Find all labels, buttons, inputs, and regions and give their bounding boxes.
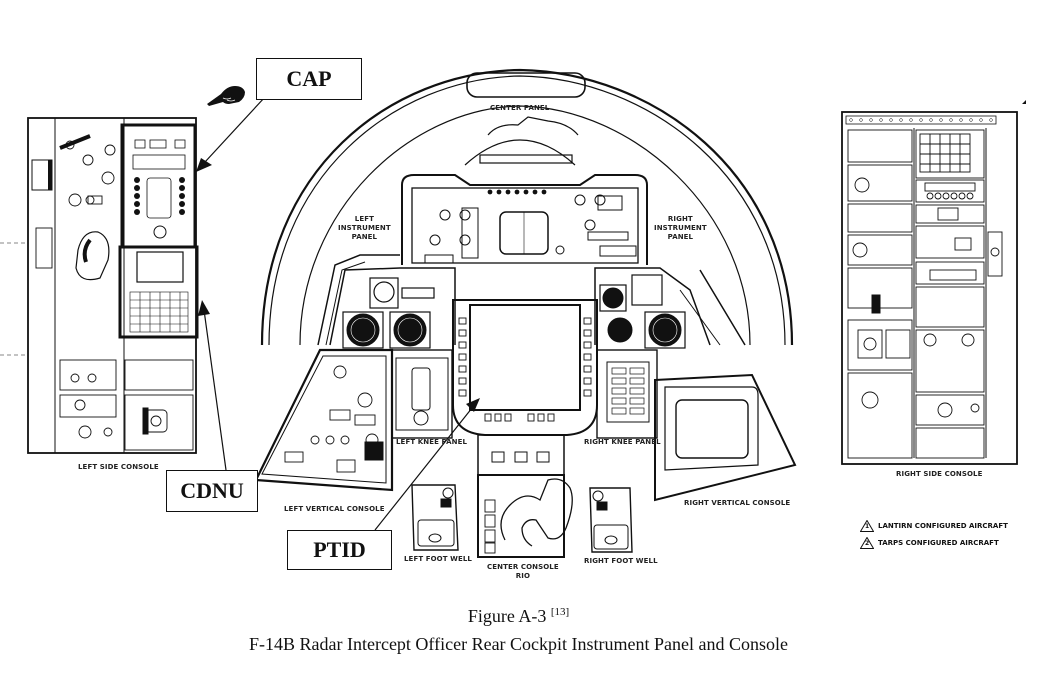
cdnu-callout: CDNU [166, 470, 258, 512]
note-lantirn: 1 LANTIRN CONFIGURED AIRCRAFT [860, 520, 1008, 532]
cap-arrowhead [196, 158, 212, 172]
right-foot-well-label: RIGHT FOOT WELL [584, 557, 658, 565]
rear-view-mirror [466, 72, 586, 98]
note-number: 1 [865, 523, 870, 530]
label-line: INSTRUMENT [654, 224, 707, 232]
cap-callout-text: CAP [286, 66, 332, 91]
note-text: TARPS CONFIGURED AIRCRAFT [878, 539, 999, 547]
ptid-display-housing [452, 299, 598, 436]
hand-controller [500, 478, 573, 547]
canopy-frame-arch [299, 105, 751, 346]
right-knee-panel-label: RIGHT KNEE PANEL [584, 438, 661, 446]
cdnu-arrowhead [198, 300, 210, 316]
right-instrument-panel-label: RIGHT INSTRUMENT PANEL [654, 215, 707, 242]
right-foot-well [589, 487, 633, 553]
label-line: LEFT [354, 215, 374, 223]
cdnu-leader-line [203, 309, 227, 471]
pointing-hand-icon [207, 86, 245, 106]
left-side-console [27, 117, 197, 454]
note-number: 2 [865, 540, 870, 547]
note-tarps: 2 TARPS CONFIGURED AIRCRAFT [860, 537, 999, 549]
center-console-lower [477, 474, 565, 558]
canopy-inner-arch [268, 75, 786, 346]
figure-number: Figure A-3 [13] [0, 606, 1037, 627]
right-side-console [841, 111, 1018, 465]
canopy-outer-arch [260, 68, 794, 346]
warning-triangle-icon: 2 [860, 537, 874, 549]
center-console-upper [477, 434, 565, 476]
center-panel-hood [401, 174, 648, 265]
cap-callout: CAP [256, 58, 362, 100]
right-instrument-panel [594, 267, 711, 346]
ptid-screen [469, 304, 581, 411]
ptid-callout: PTID [287, 530, 392, 570]
left-vertical-console [254, 348, 394, 492]
right-vertical-display-housing [664, 386, 759, 471]
right-vertical-console [654, 373, 797, 502]
cdnu-callout-text: CDNU [180, 478, 244, 503]
figure-label: Figure A-3 [467, 606, 547, 626]
warning-triangle-icon: 1 [860, 520, 874, 532]
label-line: PANEL [667, 233, 694, 241]
center-panel-face [411, 187, 639, 264]
right-vertical-console-label: RIGHT VERTICAL CONSOLE [684, 499, 791, 507]
cap-leader-line [204, 96, 266, 163]
left-foot-well-label: LEFT FOOT WELL [404, 555, 472, 563]
center-console-label: CENTER CONSOLE RIO [487, 563, 559, 581]
right-side-console-label: RIGHT SIDE CONSOLE [896, 470, 983, 478]
ptid-leader-line [374, 407, 473, 531]
cdnu-panel-highlight [118, 245, 199, 339]
left-foot-well [411, 484, 459, 551]
right-knee-panel [596, 349, 658, 439]
left-instrument-panel [329, 267, 456, 346]
label-line: RIO [515, 572, 530, 580]
note-text: LANTIRN CONFIGURED AIRCRAFT [878, 522, 1008, 530]
figure-title: F-14B Radar Intercept Officer Rear Cockp… [248, 634, 789, 654]
label-line: CENTER CONSOLE [487, 563, 559, 571]
ptid-arrowhead [466, 398, 480, 412]
label-line: RIGHT [667, 215, 693, 223]
center-panel-label: CENTER PANEL [490, 104, 550, 112]
left-instrument-panel-label: LEFT INSTRUMENT PANEL [338, 215, 391, 242]
left-knee-panel-label: LEFT KNEE PANEL [396, 438, 468, 446]
left-side-console-label: LEFT SIDE CONSOLE [78, 463, 159, 471]
left-vertical-console-label: LEFT VERTICAL CONSOLE [284, 505, 385, 513]
label-line: INSTRUMENT [338, 224, 391, 232]
label-line: PANEL [351, 233, 378, 241]
figure-reference: [13] [550, 606, 570, 618]
right-vertical-display-screen [675, 399, 749, 459]
ptid-callout-text: PTID [313, 537, 366, 562]
